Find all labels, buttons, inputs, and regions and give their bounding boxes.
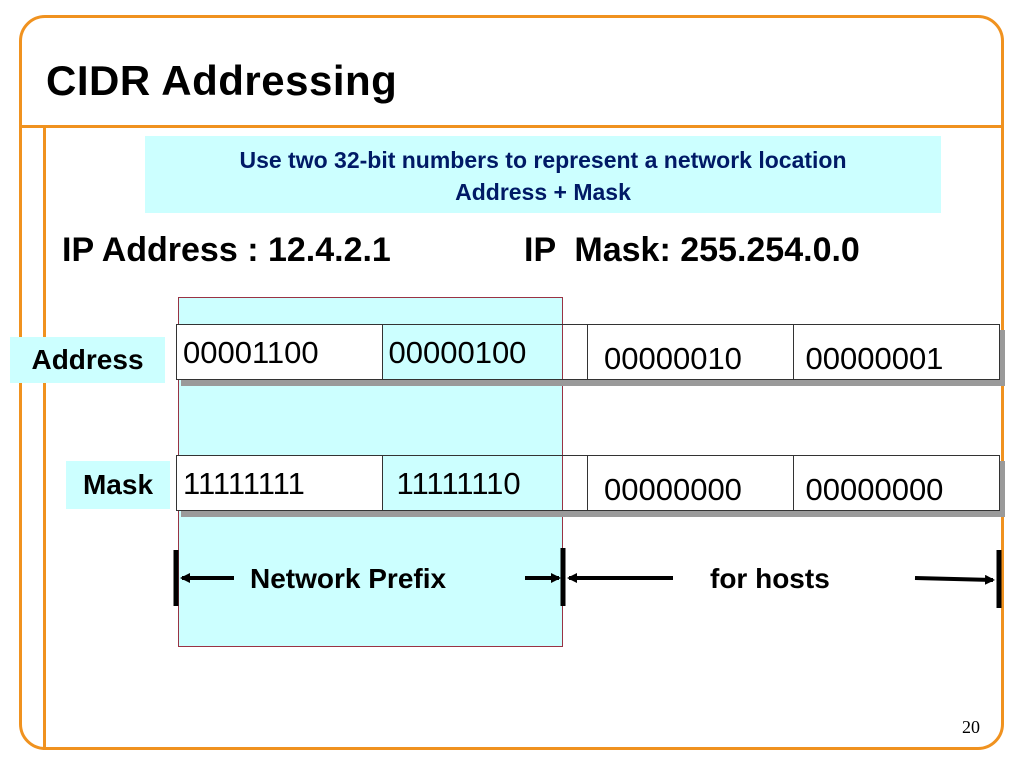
mask-octet-2: 11111110 [383,456,588,510]
address-octet-4: 00000001 [793,325,999,379]
network-prefix-label: Network Prefix [250,563,447,594]
mask-bits-row: 11111111 11111110 00000000 00000000 [176,455,1000,511]
page-number: 20 [962,717,980,737]
ip-address-text: IP Address : 12.4.2.1 [62,231,391,269]
left-rule [43,125,46,750]
address-octet-2: 00000100 [383,325,588,379]
address-row-label: Address [10,337,165,383]
mask-octet-4: 00000000 [793,456,999,510]
mask-row-label: Mask [66,461,170,509]
slide-title: CIDR Addressing [46,57,398,104]
hosts-arrow-right [914,574,995,585]
ip-mask-text: IP Mask: 255.254.0.0 [524,231,860,269]
summary-note: Use two 32-bit numbers to represent a ne… [145,136,941,213]
address-bits-row: 00001100 00000100 00000010 00000001 [176,324,1000,380]
hosts-label: for hosts [710,563,830,594]
title-divider [19,125,1004,128]
mask-octet-3: 00000000 [588,456,794,510]
address-octet-3: 00000010 [588,325,794,379]
address-octet-1: 00001100 [177,325,383,379]
note-line-2: Address + Mask [455,179,631,205]
mask-octet-1: 11111111 [177,456,383,510]
note-line-1: Use two 32-bit numbers to represent a ne… [239,147,847,173]
